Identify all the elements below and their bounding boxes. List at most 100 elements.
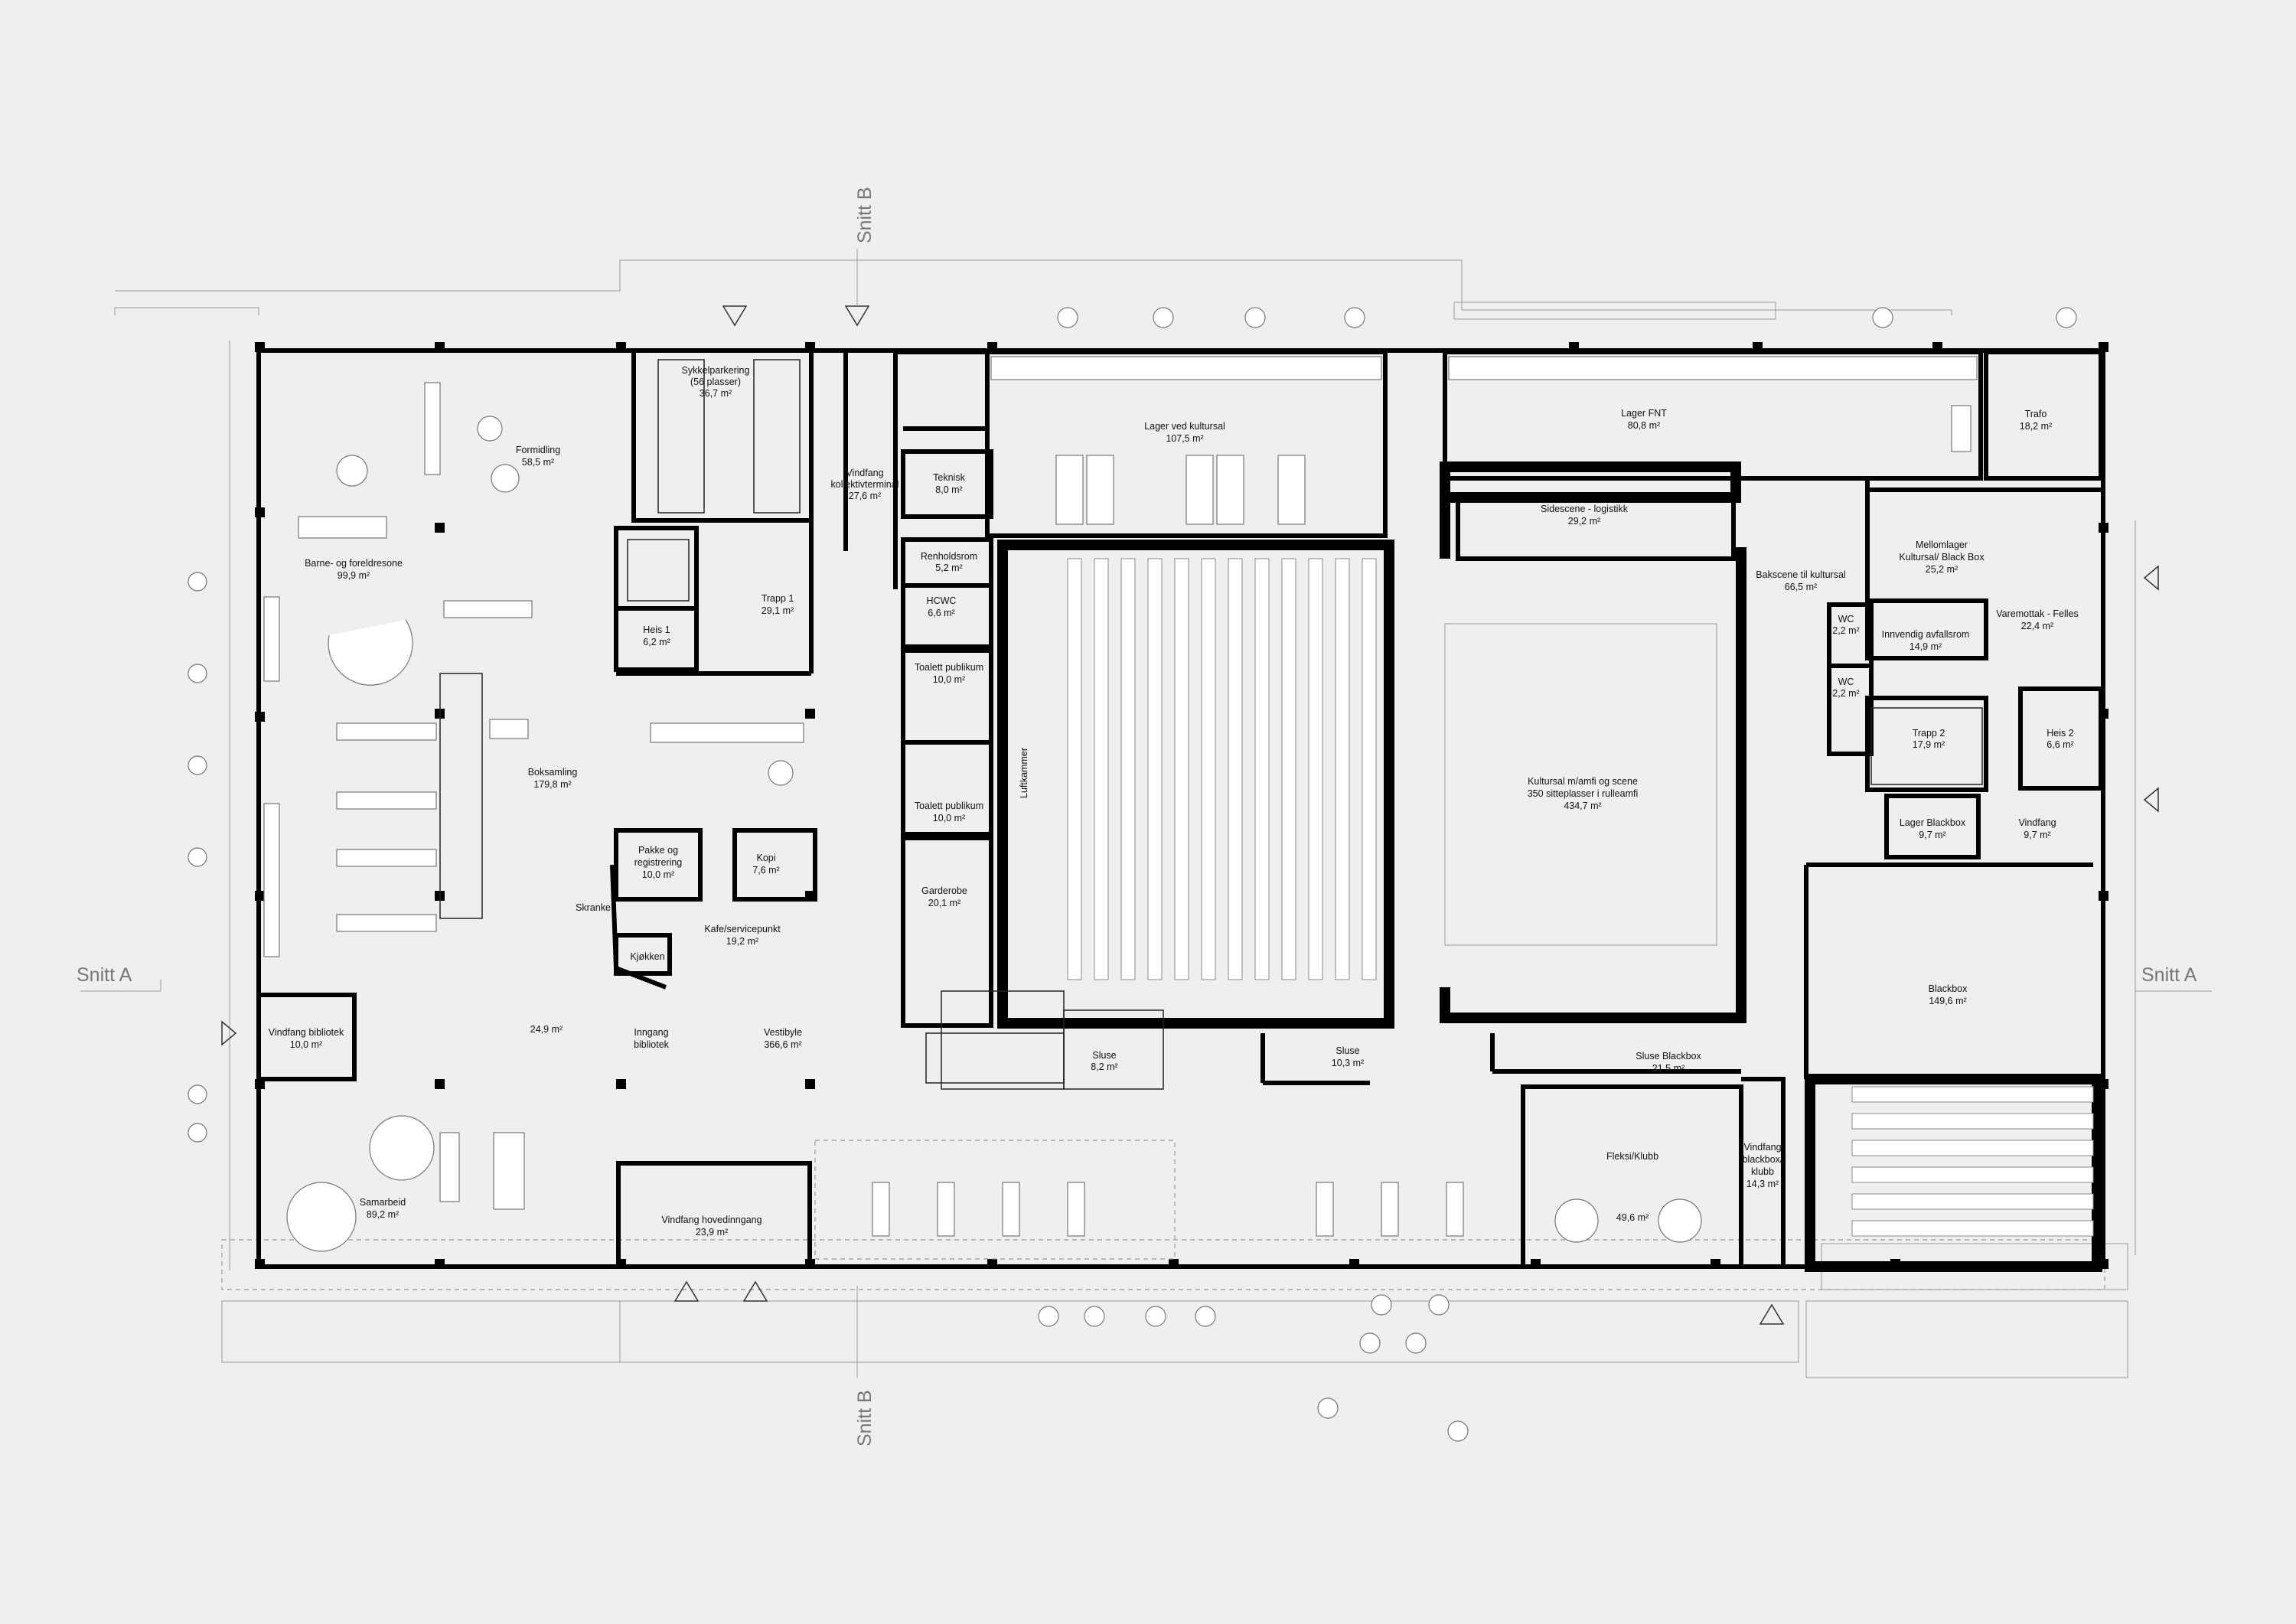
room-area-blackbox: 149,6 m² — [1929, 996, 1966, 1006]
room-name-barne: Barne- og foreldresone — [305, 558, 403, 569]
room-name-sluse: Sluse — [1336, 1045, 1359, 1056]
room-name-mellomlager: Mellomlager — [1916, 540, 1968, 550]
room-sub2-vindfang-bb: klubb — [1751, 1166, 1774, 1177]
room-name-varemottak: Varemottak - Felles — [1996, 608, 2078, 619]
room-area-trapp1: 29,1 m² — [762, 605, 794, 616]
room-name-vindfang-bb: Vindfang — [1743, 1142, 1781, 1153]
room-area-samarbeid: 89,2 m² — [367, 1209, 399, 1220]
room-area-vindfang-hoved: 23,9 m² — [696, 1227, 728, 1238]
room-area-fleksi: 49,6 m² — [1616, 1212, 1649, 1223]
stairs — [439, 359, 1983, 1084]
room-area-kultursal: 434,7 m² — [1564, 801, 1601, 811]
room-area-avfall: 14,9 m² — [1910, 641, 1942, 652]
room-name-blackbox: Blackbox — [1929, 983, 1968, 994]
room-name-inngang-bib: Inngang — [634, 1027, 668, 1038]
room-name-hcwc: HCWC — [927, 595, 957, 606]
room-sub-mellomlager: Kultursal/ Black Box — [1899, 552, 1985, 563]
blackbox-seating — [1851, 1086, 2094, 1237]
room-area-sidescene: 29,2 m² — [1568, 516, 1600, 527]
room-name-boksamling: Boksamling — [528, 767, 578, 778]
room-name-formidling: Formidling — [516, 445, 560, 455]
room-sub-kultursal: 350 sitteplasser i rulleamfi — [1528, 788, 1639, 799]
room-sub-sykkel: (56 plasser) — [690, 377, 741, 387]
room-area-hcwc: 6,6 m² — [928, 608, 954, 618]
room-area-vestibyle: 366,6 m² — [764, 1039, 801, 1050]
room-area-sluse: 10,3 m² — [1332, 1058, 1364, 1068]
room-labels: Snitt A Snitt A Snitt B Snitt B Barne- o… — [77, 187, 2197, 1446]
section-markers — [80, 249, 2212, 1378]
section-label-a-left: Snitt A — [77, 964, 132, 986]
room-name-lager-fnt: Lager FNT — [1621, 408, 1667, 419]
room-area-lager-blackbox: 9,7 m² — [1919, 830, 1945, 840]
room-name-avfall: Innvendig avfallsrom — [1882, 629, 1970, 640]
room-area-vindfang-kollektiv: 27,6 m² — [849, 491, 881, 501]
room-name-bakscene: Bakscene til kultursal — [1756, 569, 1845, 580]
room-name-samarbeid: Samarbeid — [360, 1197, 406, 1208]
room-area-heis2: 6,6 m² — [2047, 739, 2073, 750]
room-name-vindfang-kollektiv: Vindfang — [846, 468, 883, 478]
room-area-heis1: 6,2 m² — [643, 637, 670, 647]
room-area-kopi: 7,6 m² — [752, 865, 779, 876]
room-area-lager-kultursal: 107,5 m² — [1166, 433, 1203, 444]
room-name-toalett-1: Toalett publikum — [915, 662, 983, 673]
section-label-b-top: Snitt B — [854, 187, 876, 243]
room-area-formidling: 58,5 m² — [522, 457, 554, 468]
outdoor-tables — [188, 307, 2077, 1442]
room-name-pakke: Pakke og — [638, 845, 678, 856]
kultursal-seating — [1067, 558, 1377, 980]
room-name-vindfang-bib: Vindfang bibliotek — [269, 1027, 344, 1038]
room-name-wc-2: WC — [1838, 677, 1854, 687]
room-sub-inngang-bib: bibliotek — [634, 1039, 670, 1050]
room-area-249: 24,9 m² — [530, 1024, 563, 1035]
room-name-renholdsrom: Renholdsrom — [921, 551, 977, 562]
room-name-wc-1: WC — [1838, 614, 1854, 624]
room-area-toalett-2: 10,0 m² — [933, 813, 965, 823]
room-name-garderobe: Garderobe — [921, 885, 967, 896]
room-area-wc-1: 2,2 m² — [1832, 625, 1859, 636]
room-name-kjokken: Kjøkken — [630, 951, 664, 962]
storage-shelving — [990, 356, 1978, 525]
room-name-toalett-2: Toalett publikum — [915, 801, 983, 811]
room-name-luftkammer: Luftkammer — [1019, 748, 1029, 798]
room-area-vindfang-bb: 14,3 m² — [1746, 1179, 1779, 1189]
room-area-garderobe: 20,1 m² — [928, 898, 960, 908]
room-area-boksamling: 179,8 m² — [533, 779, 571, 790]
room-area-vindfang-e: 9,7 m² — [2024, 830, 2050, 840]
room-name-vindfang-hoved: Vindfang hovedinngang — [661, 1215, 762, 1225]
room-area-sluse-small: 8,2 m² — [1091, 1061, 1117, 1072]
room-name-sluse-small: Sluse — [1092, 1050, 1116, 1061]
room-name-sidescene: Sidescene - logistikk — [1541, 504, 1629, 514]
room-area-wc-2: 2,2 m² — [1832, 688, 1859, 699]
room-area-trapp2: 17,9 m² — [1913, 739, 1945, 750]
room-name-fleksi: Fleksi/Klubb — [1606, 1151, 1658, 1162]
room-name-lager-blackbox: Lager Blackbox — [1900, 817, 1966, 828]
room-area-trafo: 18,2 m² — [2020, 421, 2052, 432]
section-label-a-right: Snitt A — [2141, 964, 2197, 986]
room-name-kultursal: Kultursal m/amfi og scene — [1528, 776, 1638, 787]
room-area-barne: 99,9 m² — [338, 570, 370, 581]
room-sub-pakke: registrering — [634, 857, 683, 868]
interior-walls — [256, 350, 2103, 1272]
room-name-trafo: Trafo — [2025, 409, 2047, 419]
room-area-sluse-blackbox: 21,5 m² — [1652, 1063, 1684, 1074]
library-furniture — [263, 382, 804, 1252]
room-name-kafe: Kafe/servicepunkt — [704, 924, 781, 934]
room-name-lager-kultursal: Lager ved kultursal — [1144, 421, 1225, 432]
room-sub-vindfang-kollektiv: kollektivterminal — [831, 479, 899, 490]
room-area-kafe: 19,2 m² — [726, 936, 758, 947]
room-name-vestibyle: Vestibyle — [764, 1027, 802, 1038]
room-area-lager-fnt: 80,8 m² — [1628, 420, 1660, 431]
cafe-tables — [814, 1140, 1702, 1260]
room-name-trapp1: Trapp 1 — [762, 593, 794, 604]
room-name-heis1: Heis 1 — [643, 624, 670, 635]
section-label-b-bottom: Snitt B — [854, 1390, 876, 1446]
room-area-toalett-1: 10,0 m² — [933, 674, 965, 685]
room-sub-vindfang-bb: blackbox/ — [1743, 1154, 1783, 1165]
entrance-markers — [221, 305, 2159, 1325]
room-name-trapp2: Trapp 2 — [1913, 728, 1945, 739]
room-name-skranke: Skranke — [576, 902, 611, 913]
room-area-teknisk: 8,0 m² — [935, 484, 962, 495]
room-area-bakscene: 66,5 m² — [1785, 582, 1817, 592]
room-area-pakke: 10,0 m² — [642, 869, 674, 880]
